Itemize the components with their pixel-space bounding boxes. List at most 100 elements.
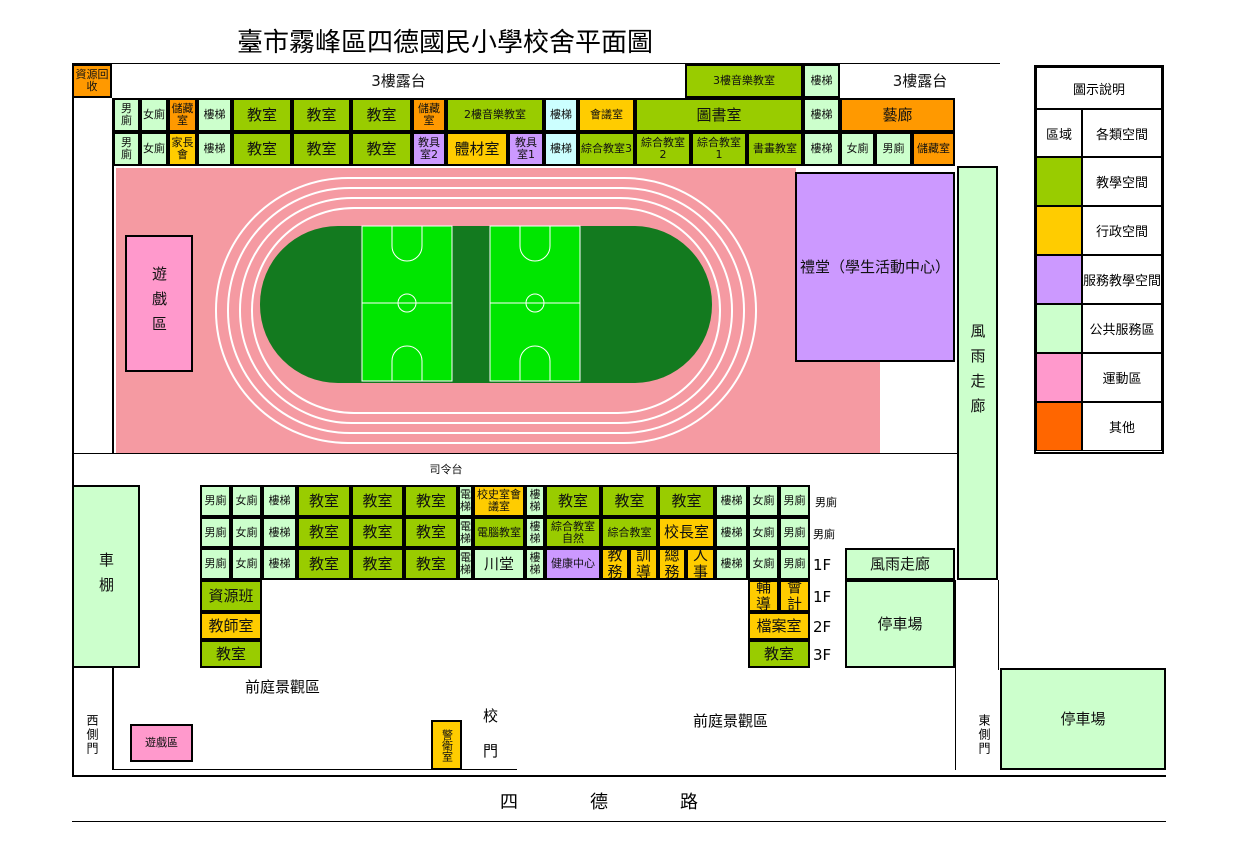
room-e1: 男廁 bbox=[200, 485, 231, 517]
front-right-line bbox=[955, 580, 956, 770]
room-g12: 訓導 bbox=[629, 548, 658, 580]
east-gate: 東側門 bbox=[977, 714, 991, 756]
room-b3: 儲藏室 bbox=[168, 98, 197, 132]
room-f4: 教室 bbox=[297, 517, 351, 548]
room-c17: 女廁 bbox=[840, 132, 875, 166]
room-a3: 3樓音樂教室 bbox=[685, 64, 803, 98]
room-g10: 健康中心 bbox=[545, 548, 601, 580]
room-b4: 樓梯 bbox=[197, 98, 232, 132]
room-b1: 男廁 bbox=[113, 98, 140, 132]
room-b8: 儲藏室 bbox=[412, 98, 446, 132]
front-garden-west: 前庭景觀區 bbox=[245, 678, 321, 696]
main-gate: 校門 bbox=[481, 708, 499, 778]
floor-label-1f: 1F bbox=[813, 556, 832, 574]
room-d4: 司令台 bbox=[420, 458, 472, 482]
room-d2: 遊戲區 bbox=[125, 235, 193, 372]
legend-label: 服務教學空間 bbox=[1082, 255, 1162, 304]
room-c3: 家長會 bbox=[168, 132, 197, 166]
room-c19: 儲藏室 bbox=[912, 132, 955, 166]
room-b12: 圖書室 bbox=[635, 98, 803, 132]
room-c4: 樓梯 bbox=[197, 132, 232, 166]
room-g13: 總務 bbox=[658, 548, 686, 580]
room-c13: 綜合教室2 bbox=[635, 132, 691, 166]
legend-col-area: 區域 bbox=[1036, 109, 1082, 157]
legend-title: 圖示說明 bbox=[1036, 67, 1162, 109]
room-f7: 電梯 bbox=[458, 517, 473, 548]
legend-swatch bbox=[1036, 353, 1082, 402]
west-gate: 西側門 bbox=[85, 714, 99, 756]
room-g6: 教室 bbox=[404, 548, 458, 580]
room-a4: 樓梯 bbox=[803, 64, 840, 98]
room-b2: 女廁 bbox=[140, 98, 168, 132]
room-g3: 樓梯 bbox=[262, 548, 297, 580]
legend-label: 行政空間 bbox=[1082, 206, 1162, 255]
running-track bbox=[215, 177, 757, 444]
label-restroom-2: 男廁 bbox=[813, 528, 835, 541]
room-e3: 樓梯 bbox=[262, 485, 297, 517]
room-e11: 教室 bbox=[601, 485, 658, 517]
room-k1: 停車場 bbox=[845, 580, 955, 668]
legend-swatch bbox=[1036, 206, 1082, 255]
room-d3: 風雨走廊 bbox=[957, 166, 998, 580]
room-g9: 樓梯 bbox=[525, 548, 545, 580]
room-b7: 教室 bbox=[351, 98, 412, 132]
room-f13: 樓梯 bbox=[715, 517, 748, 548]
room-a2: 3樓露台 bbox=[112, 64, 685, 98]
room-c18: 男廁 bbox=[875, 132, 912, 166]
room-h1: 風雨走廊 bbox=[845, 548, 955, 580]
room-f3: 樓梯 bbox=[262, 517, 297, 548]
room-k2: 車棚 bbox=[72, 485, 140, 668]
room-c2: 女廁 bbox=[140, 132, 168, 166]
room-g17: 男廁 bbox=[779, 548, 810, 580]
room-g7: 電梯 bbox=[458, 548, 473, 580]
room-e4: 教室 bbox=[297, 485, 351, 517]
left-frame-line bbox=[72, 63, 74, 775]
label-restroom-1: 男廁 bbox=[815, 496, 837, 509]
room-g14: 人事 bbox=[686, 548, 715, 580]
road-top-line bbox=[72, 775, 1166, 777]
legend-label: 公共服務區 bbox=[1082, 304, 1162, 353]
legend-swatch bbox=[1036, 255, 1082, 304]
room-f11: 綜合教室 bbox=[601, 517, 658, 548]
room-c6: 教室 bbox=[292, 132, 351, 166]
room-e10: 教室 bbox=[545, 485, 601, 517]
room-c16: 樓梯 bbox=[803, 132, 840, 166]
room-c15: 書畫教室 bbox=[747, 132, 803, 166]
room-f6: 教室 bbox=[404, 517, 458, 548]
front-left-line bbox=[112, 668, 114, 770]
front-right-line2 bbox=[998, 580, 999, 670]
room-g1: 男廁 bbox=[200, 548, 231, 580]
legend-swatch bbox=[1036, 304, 1082, 353]
room-j4: 教室 bbox=[748, 640, 810, 668]
sports-field-extension bbox=[795, 362, 880, 453]
room-e12: 教室 bbox=[658, 485, 715, 517]
field-left-line bbox=[112, 98, 114, 454]
room-d1: 禮堂（學生活動中心） bbox=[795, 172, 955, 362]
room-j3: 檔案室 bbox=[748, 612, 810, 640]
legend-label: 運動區 bbox=[1082, 353, 1162, 402]
front-bottom-line bbox=[112, 769, 517, 770]
room-a5: 3樓露台 bbox=[840, 64, 1000, 98]
room-i3: 教室 bbox=[200, 640, 262, 668]
room-b5: 教室 bbox=[232, 98, 292, 132]
legend-col-space: 各類空間 bbox=[1082, 109, 1162, 157]
room-g11: 教務 bbox=[601, 548, 629, 580]
room-e5: 教室 bbox=[351, 485, 404, 517]
room-c12: 綜合教室3 bbox=[578, 132, 635, 166]
room-k3: 遊戲區 bbox=[130, 724, 193, 762]
front-garden-east: 前庭景觀區 bbox=[693, 712, 769, 730]
floor-label-1f-b: 1F bbox=[813, 588, 832, 606]
floor-label-3f: 3F bbox=[813, 646, 832, 664]
floor-label-2f: 2F bbox=[813, 618, 832, 636]
room-f8: 電腦教室 bbox=[473, 517, 525, 548]
room-e9: 樓梯 bbox=[525, 485, 545, 517]
room-j1: 輔導 bbox=[748, 580, 779, 612]
room-e13: 樓梯 bbox=[715, 485, 748, 517]
room-c5: 教室 bbox=[232, 132, 292, 166]
room-c10: 教具室1 bbox=[508, 132, 544, 166]
room-b10: 樓梯 bbox=[544, 98, 578, 132]
room-f10: 綜合教室自然 bbox=[545, 517, 601, 548]
room-e8: 校史室會議室 bbox=[473, 485, 525, 517]
room-b9: 2樓音樂教室 bbox=[446, 98, 544, 132]
